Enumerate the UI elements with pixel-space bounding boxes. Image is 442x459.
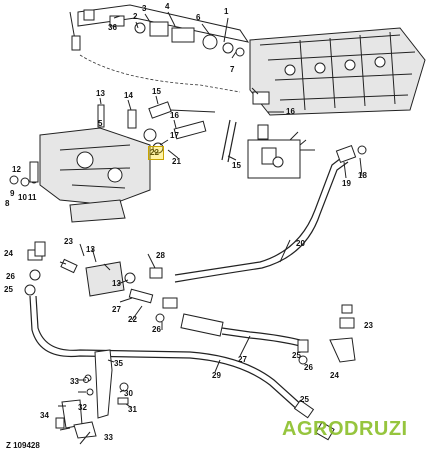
callout-27: 27 bbox=[112, 305, 121, 314]
callout-9: 9 bbox=[10, 189, 15, 198]
callout-18: 18 bbox=[358, 171, 367, 180]
callout-10: 10 bbox=[18, 193, 27, 202]
callout-6: 6 bbox=[196, 13, 201, 22]
pump-body bbox=[39, 127, 151, 223]
callout-7: 7 bbox=[230, 65, 235, 74]
callout-25: 25 bbox=[4, 285, 13, 294]
bracket-assembly bbox=[55, 349, 129, 439]
callout-13c: 13 bbox=[112, 279, 121, 288]
callout-2: 2 bbox=[133, 12, 138, 21]
callout-1: 1 bbox=[224, 7, 229, 16]
callout-27b: 27 bbox=[238, 355, 247, 364]
callout-36: 36 bbox=[108, 23, 117, 32]
callout-33: 33 bbox=[104, 433, 113, 442]
callout-24b: 24 bbox=[330, 371, 339, 380]
callout-22: 22 bbox=[150, 148, 159, 157]
valve-block bbox=[249, 27, 426, 116]
callout-15: 15 bbox=[152, 87, 161, 96]
middle-bolts bbox=[9, 101, 216, 187]
pipe-29 bbox=[29, 295, 315, 419]
callout-31: 31 bbox=[128, 405, 137, 414]
highlight-box bbox=[148, 146, 164, 160]
callout-25c: 25 bbox=[300, 395, 309, 404]
callout-28: 28 bbox=[156, 251, 165, 260]
callout-26b: 26 bbox=[152, 325, 161, 334]
callout-14: 14 bbox=[124, 91, 133, 100]
callout-34: 34 bbox=[40, 411, 49, 420]
callout-16b: 16 bbox=[286, 107, 295, 116]
top-part-row bbox=[69, 4, 250, 93]
callout-12: 12 bbox=[12, 165, 21, 174]
callout-19: 19 bbox=[342, 179, 351, 188]
callout-8: 8 bbox=[5, 199, 10, 208]
callout-25b: 25 bbox=[292, 351, 301, 360]
callout-35: 35 bbox=[114, 359, 123, 368]
callout-33b: 33 bbox=[70, 377, 79, 386]
right-lower-elbow bbox=[315, 304, 356, 441]
callout-22b: 22 bbox=[128, 315, 137, 324]
callout-26c: 26 bbox=[304, 363, 313, 372]
callout-labels: 36 2 3 4 6 1 7 13 14 15 16 17 22 21 5 11… bbox=[4, 2, 373, 442]
callout-29: 29 bbox=[212, 371, 221, 380]
callout-30: 30 bbox=[124, 389, 133, 398]
callout-32: 32 bbox=[78, 403, 87, 412]
callout-4: 4 bbox=[165, 2, 170, 11]
pipe-20 bbox=[174, 144, 367, 283]
callout-13: 13 bbox=[96, 89, 105, 98]
left-lower-fittings bbox=[24, 241, 178, 323]
callout-26: 26 bbox=[6, 272, 15, 281]
callout-24: 24 bbox=[4, 249, 13, 258]
callout-15b: 15 bbox=[232, 161, 241, 170]
callout-16: 16 bbox=[170, 111, 179, 120]
callout-3: 3 bbox=[142, 4, 147, 13]
figure-id: Z 109428 bbox=[6, 441, 40, 450]
callout-21: 21 bbox=[172, 157, 181, 166]
callout-13b: 13 bbox=[86, 245, 95, 254]
leader-lines bbox=[58, 11, 363, 445]
watermark: AGRODRUZI bbox=[282, 418, 408, 440]
callout-17: 17 bbox=[170, 131, 179, 140]
callout-11: 11 bbox=[28, 193, 37, 202]
callout-23: 23 bbox=[64, 237, 73, 246]
callout-5: 5 bbox=[98, 119, 103, 128]
callout-20: 20 bbox=[296, 239, 305, 248]
callout-23b: 23 bbox=[364, 321, 373, 330]
pipe-27 bbox=[180, 313, 309, 365]
right-fittings bbox=[221, 91, 315, 179]
